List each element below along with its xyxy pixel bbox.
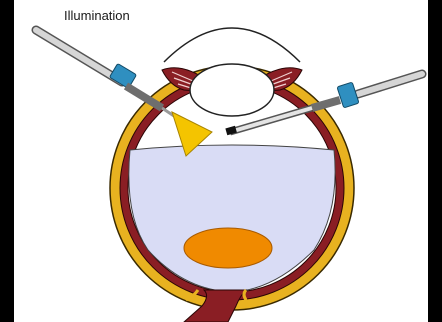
- trocar-left: [109, 63, 136, 88]
- eye-surgery-diagram: Illumination: [14, 0, 428, 322]
- retinal-lesion: [184, 228, 272, 268]
- cornea: [164, 28, 300, 62]
- crystalline-lens: [190, 64, 274, 116]
- illumination-label: Illumination: [64, 8, 130, 23]
- diagram-panel: Illumination: [14, 0, 428, 322]
